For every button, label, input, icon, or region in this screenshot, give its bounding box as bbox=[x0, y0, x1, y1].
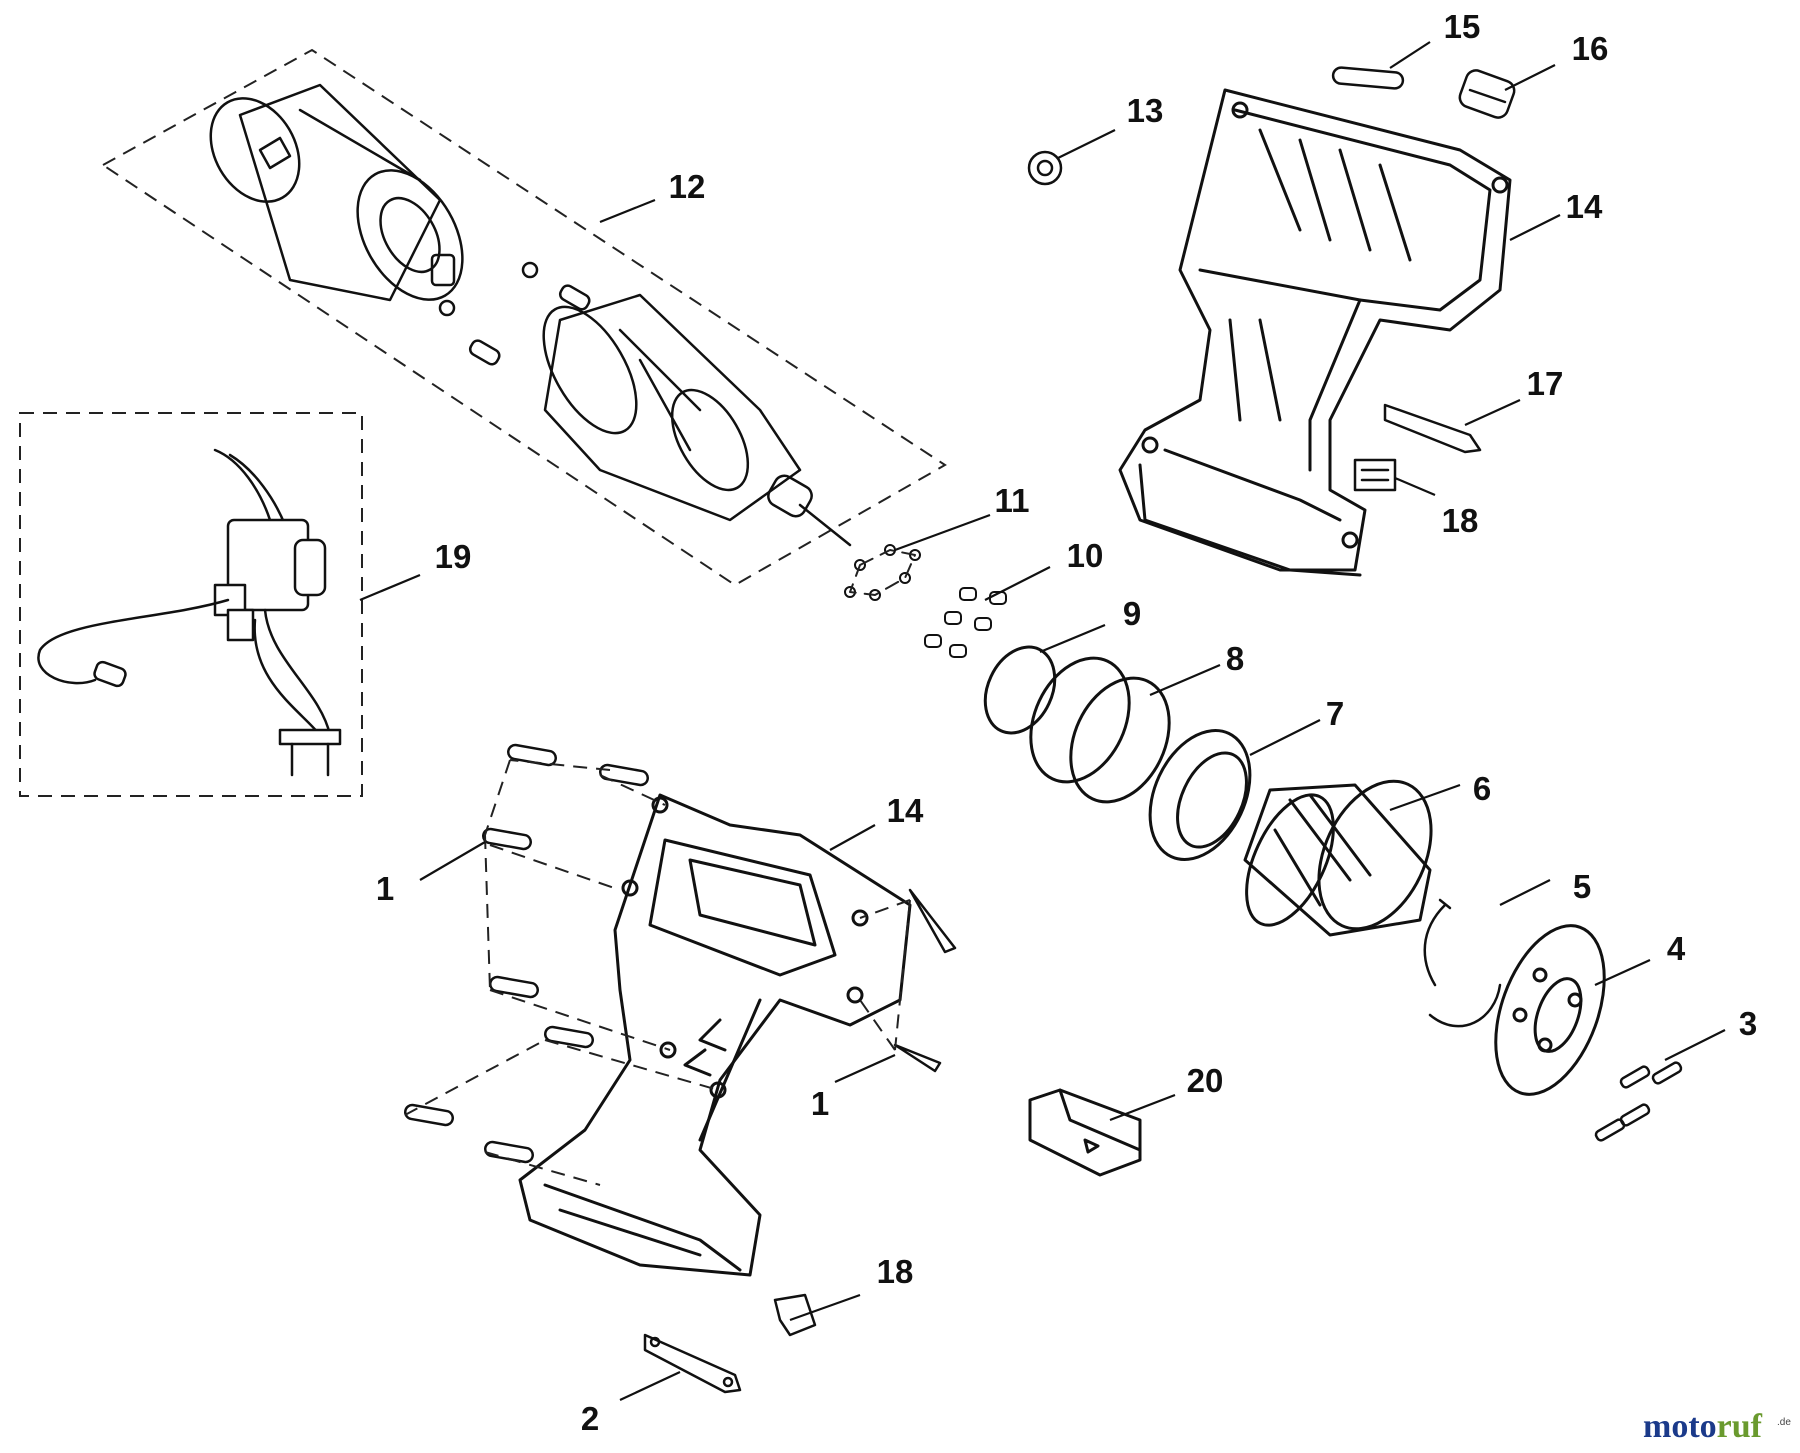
callout-19: 19 bbox=[435, 538, 472, 575]
watermark-logo: motoruf .de bbox=[1643, 1408, 1791, 1445]
left-housing-half bbox=[518, 793, 912, 1277]
callout-5: 5 bbox=[1573, 868, 1591, 905]
callout-12: 12 bbox=[669, 168, 706, 205]
collar-7 bbox=[1148, 729, 1252, 861]
callout-1-upper-left: 1 bbox=[376, 870, 394, 907]
switch-assembly-group bbox=[19, 412, 363, 797]
motor-assembly-group bbox=[101, 48, 947, 587]
end-cap-4 bbox=[1494, 924, 1606, 1096]
callout-18-top: 18 bbox=[1442, 502, 1479, 539]
callout-labels: 1 1 1 2 3 4 5 6 7 8 9 10 11 12 13 14 14 … bbox=[376, 8, 1757, 1437]
callout-13: 13 bbox=[1127, 92, 1164, 129]
callout-6: 6 bbox=[1473, 770, 1491, 807]
callout-15: 15 bbox=[1444, 8, 1481, 45]
watermark-brand-suffix: ruf bbox=[1717, 1408, 1763, 1445]
callout-3: 3 bbox=[1739, 1005, 1757, 1042]
callout-8: 8 bbox=[1226, 640, 1244, 677]
callout-14-top: 14 bbox=[1566, 188, 1603, 225]
screw-15 bbox=[1331, 66, 1405, 90]
screw-guide-lines bbox=[404, 759, 911, 1186]
callout-16: 16 bbox=[1572, 30, 1609, 67]
callout-2: 2 bbox=[581, 1400, 599, 1437]
switch-button-20 bbox=[1028, 1088, 1142, 1177]
screws-3 bbox=[1594, 1061, 1683, 1142]
nut-13 bbox=[1027, 150, 1063, 186]
spring-8 bbox=[1029, 656, 1171, 804]
callout-1-lower-right: 1 bbox=[811, 1085, 829, 1122]
clip-5 bbox=[1423, 898, 1502, 1028]
bearings-10 bbox=[924, 587, 1007, 658]
callout-20: 20 bbox=[1187, 1062, 1224, 1099]
callout-17: 17 bbox=[1527, 365, 1564, 402]
clip-18-top bbox=[1353, 458, 1397, 492]
cap-16 bbox=[1458, 69, 1516, 119]
lever-17 bbox=[1383, 403, 1482, 454]
lever-2 bbox=[643, 1333, 742, 1394]
callout-11: 11 bbox=[995, 482, 1030, 519]
screws-1 bbox=[404, 743, 957, 1164]
watermark-brand-prefix: moto bbox=[1643, 1408, 1717, 1445]
ring-9 bbox=[983, 645, 1057, 735]
leader-lines bbox=[359, 41, 1726, 1401]
callout-9: 9 bbox=[1123, 595, 1141, 632]
callout-14-bottom: 14 bbox=[887, 792, 924, 829]
svg-text:motoruf: motoruf bbox=[1643, 1408, 1763, 1445]
callout-4: 4 bbox=[1667, 930, 1686, 967]
watermark-tld: .de bbox=[1777, 1417, 1791, 1428]
callout-7: 7 bbox=[1326, 695, 1344, 732]
clip-18-bottom bbox=[773, 1293, 817, 1337]
right-housing-half bbox=[1118, 88, 1512, 577]
callout-18-bottom: 18 bbox=[877, 1253, 914, 1290]
clutch-ring-6 bbox=[1243, 779, 1433, 937]
callout-10: 10 bbox=[1067, 537, 1104, 574]
pins-11 bbox=[844, 544, 921, 601]
